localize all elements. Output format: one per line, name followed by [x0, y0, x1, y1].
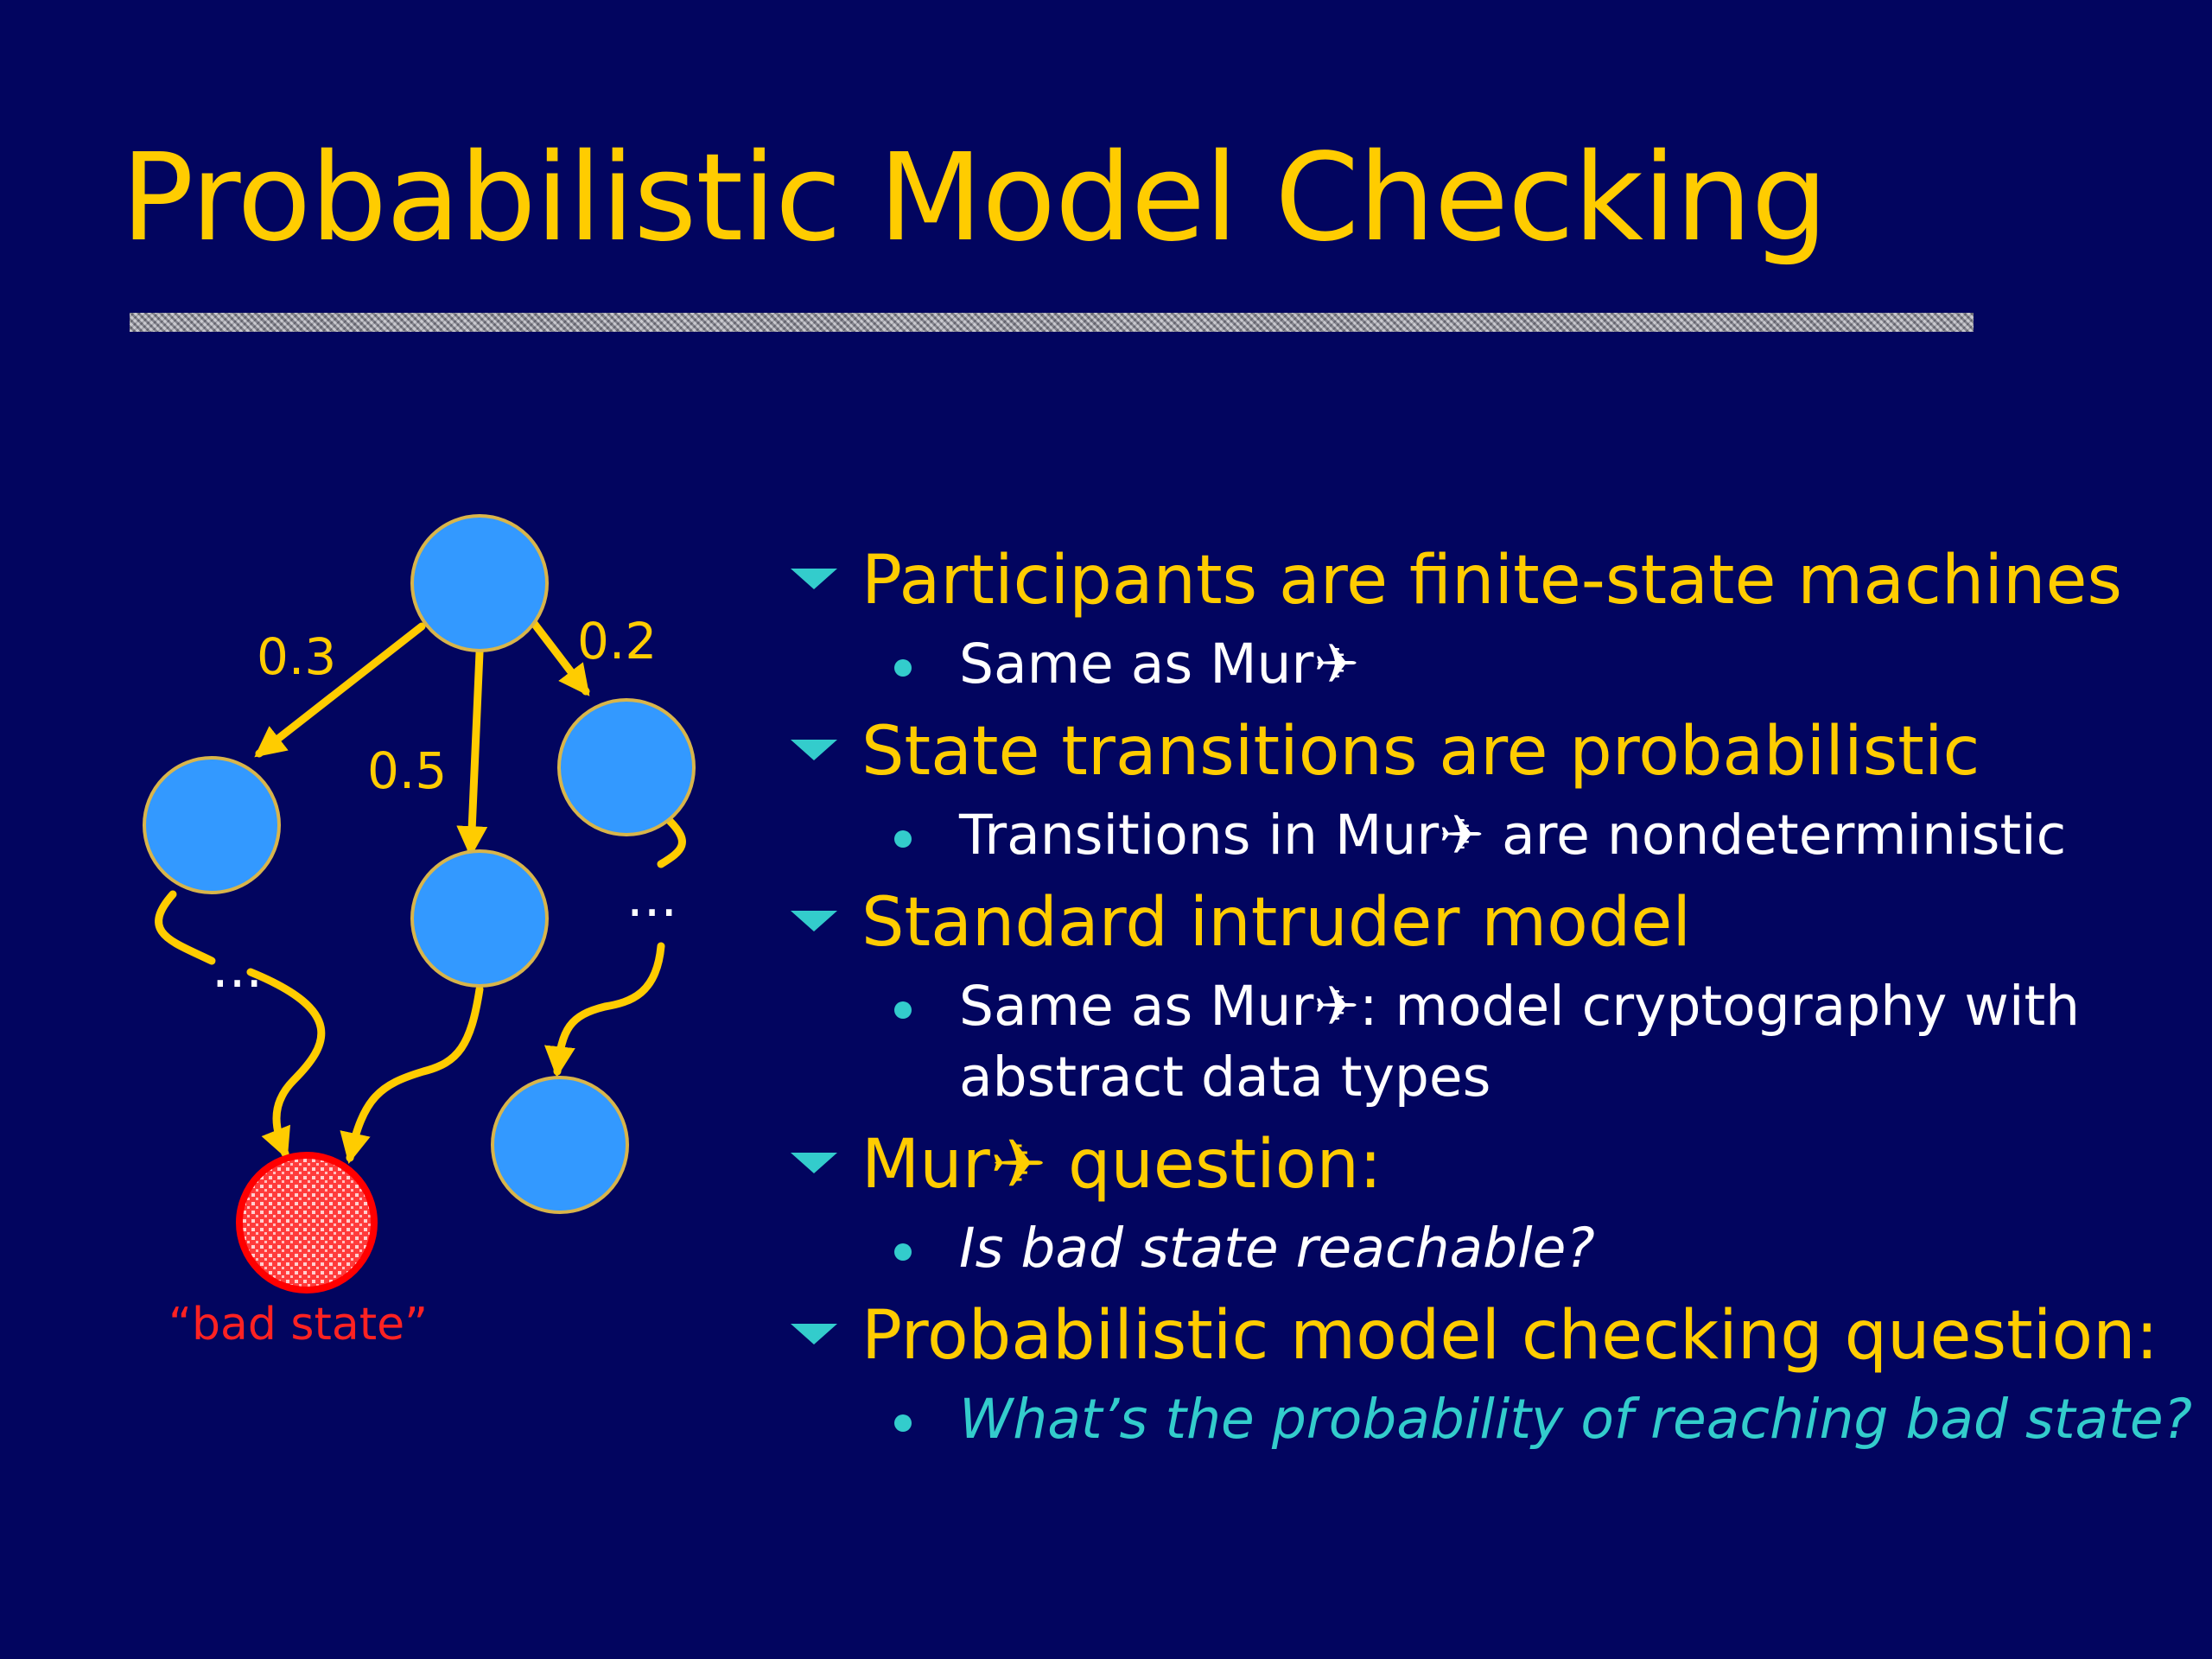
state-left — [143, 756, 281, 894]
edge-top-middle — [456, 648, 488, 858]
triangle-bullet-icon — [791, 740, 837, 760]
bullet-1: Participants are finite-state machines — [782, 537, 2199, 624]
bullet-2: State transitions are probabilistic — [782, 709, 2199, 795]
dot-bullet-icon — [894, 1001, 912, 1019]
bullet-3: Standard intruder model — [782, 880, 2199, 966]
ellipsis-left: ... — [212, 937, 263, 1000]
state-right — [557, 698, 696, 836]
bullet-list: Participants are finite-state machines S… — [782, 537, 2199, 1455]
state-top — [410, 514, 549, 652]
slide-title: Probabilistic Model Checking — [121, 128, 1828, 269]
bullet-4: Mur✈ question: — [782, 1122, 2199, 1208]
state-middle — [410, 849, 549, 988]
bad-state-node — [236, 1152, 378, 1294]
sub-bullet-4: Is bad state reachable? — [782, 1213, 2199, 1284]
title-divider — [130, 313, 1974, 332]
airplane-icon: ✈ — [1439, 804, 1484, 867]
triangle-bullet-icon — [791, 569, 837, 589]
state-bottom-right — [491, 1076, 629, 1214]
edge-label-0-3: 0.3 — [257, 627, 336, 686]
triangle-bullet-icon — [791, 1153, 837, 1173]
edge-left-down — [155, 890, 216, 965]
edge-top-left — [254, 622, 426, 758]
sub-bullet-3: Same as Mur✈: model cryptography with ab… — [782, 971, 2199, 1113]
dot-bullet-icon — [894, 830, 912, 848]
edge-right-to-bottom — [543, 942, 665, 1078]
edge-label-0-2: 0.2 — [577, 612, 657, 671]
triangle-bullet-icon — [791, 911, 837, 931]
ellipsis-right: ... — [626, 866, 677, 929]
airplane-icon: ✈ — [1313, 975, 1360, 1038]
bad-state-label: “bad state” — [168, 1299, 428, 1351]
bullet-5: Probabilistic model checking question: — [782, 1293, 2199, 1379]
triangle-bullet-icon — [791, 1324, 837, 1344]
dot-bullet-icon — [894, 1414, 912, 1432]
dot-bullet-icon — [894, 659, 912, 677]
airplane-icon: ✈ — [1313, 632, 1360, 696]
edge-top-right — [529, 618, 590, 696]
edge-left-to-bad — [246, 968, 326, 1160]
sub-bullet-5: What’s the probability of reaching bad s… — [782, 1384, 2199, 1455]
sub-bullet-2: Transitions in Mur✈ are nondeterministic — [782, 800, 2199, 871]
edge-label-0-5: 0.5 — [367, 741, 447, 800]
sub-bullet-1: Same as Mur✈ — [782, 629, 2199, 700]
edge-middle-to-bad — [340, 985, 484, 1165]
airplane-icon: ✈ — [989, 1126, 1047, 1204]
dot-bullet-icon — [894, 1243, 912, 1261]
edge-right-down — [657, 817, 686, 868]
